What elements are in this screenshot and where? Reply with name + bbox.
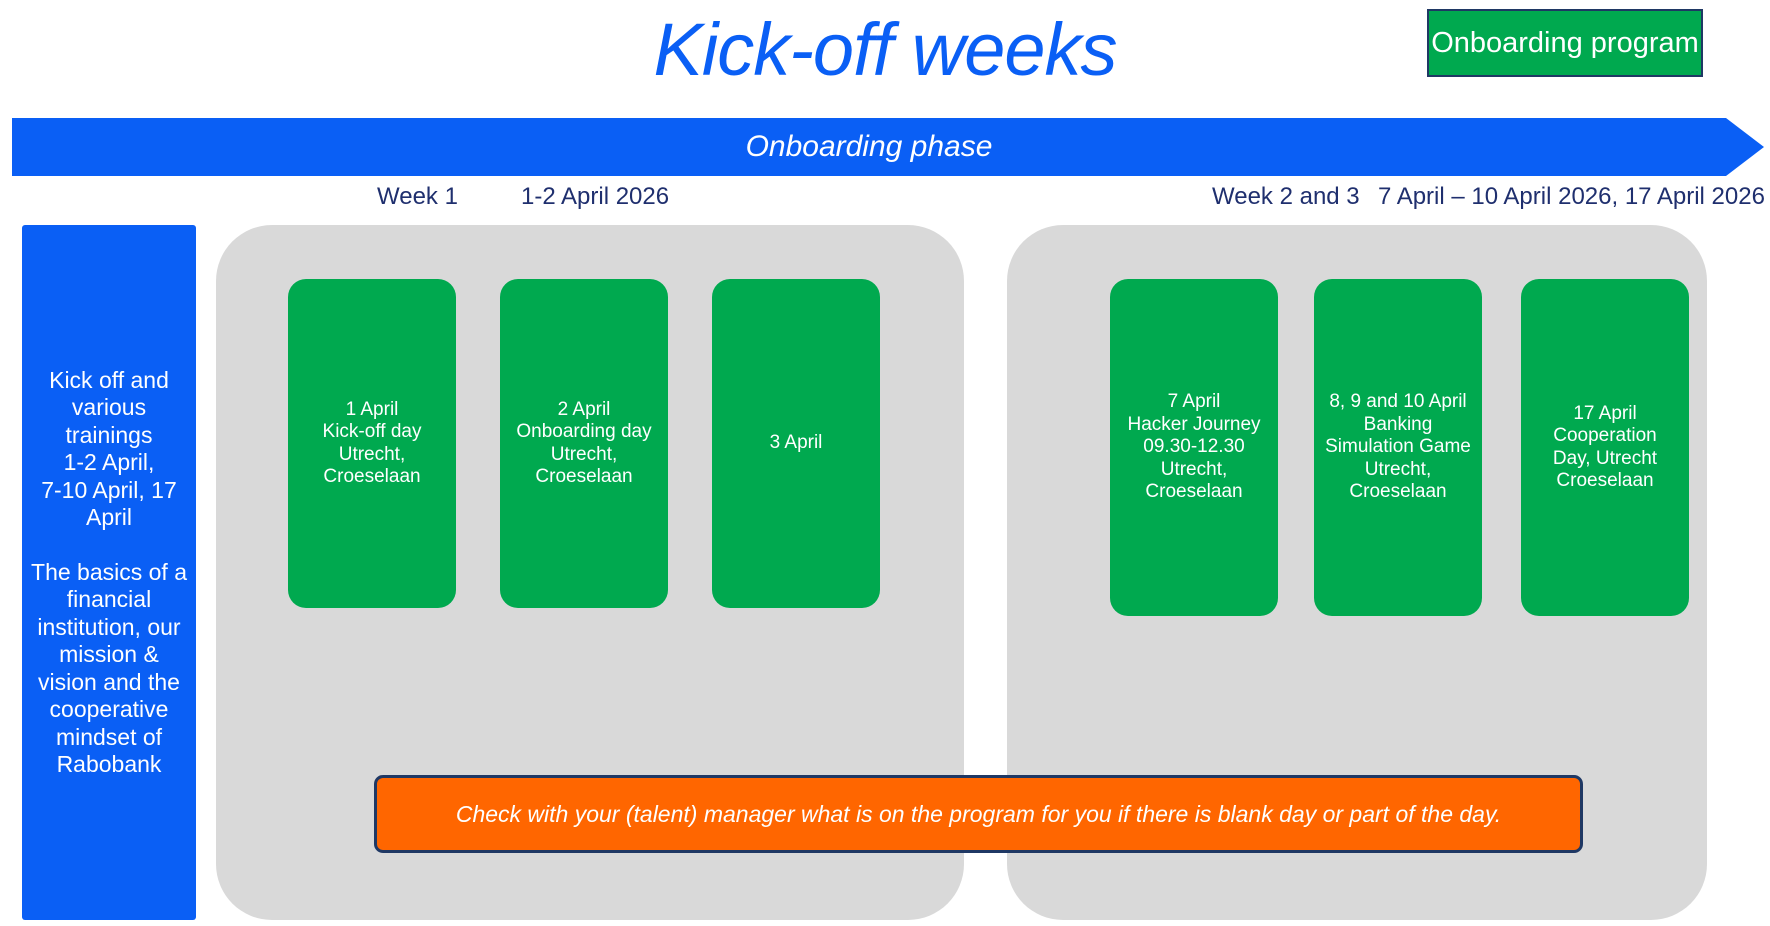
week-1-dates: 1-2 April 2026 (521, 183, 670, 210)
summary-panel: Kick off and various trainings 1-2 April… (22, 225, 196, 920)
session-card-7-april[interactable]: 7 April Hacker Journey 09.30-12.30 Utrec… (1110, 279, 1278, 616)
manager-note-banner: Check with your (talent) manager what is… (374, 775, 1583, 853)
week-2-and-3-dates: 7 April – 10 April 2026, 17 April 2026 (1378, 183, 1765, 210)
session-card-2-april[interactable]: 2 April Onboarding day Utrecht, Croesela… (500, 279, 668, 608)
week-2-and-3-heading: Week 2 and 3 (1212, 183, 1360, 210)
manager-note-text: Check with your (talent) manager what is… (455, 800, 1502, 827)
summary-panel-paragraph-2: The basics of a financial institution, o… (31, 558, 187, 778)
session-card-8-9-10-april[interactable]: 8, 9 and 10 April Banking Simulation Gam… (1314, 279, 1482, 616)
onboarding-program-badge: Onboarding program (1427, 9, 1703, 77)
summary-panel-paragraph-1: Kick off and various trainings 1-2 April… (41, 366, 177, 531)
page-title: Kick-off weeks (653, 8, 1117, 91)
onboarding-phase-label: Onboarding phase (745, 130, 993, 163)
session-card-17-april[interactable]: 17 April Cooperation Day, Utrecht Croese… (1521, 279, 1689, 616)
week-1-heading: Week 1 (377, 183, 458, 210)
session-card-3-april[interactable]: 3 April (712, 279, 880, 608)
session-card-1-april[interactable]: 1 April Kick-off day Utrecht, Croeselaan (288, 279, 456, 608)
onboarding-phase-arrow: Onboarding phase (12, 118, 1764, 176)
